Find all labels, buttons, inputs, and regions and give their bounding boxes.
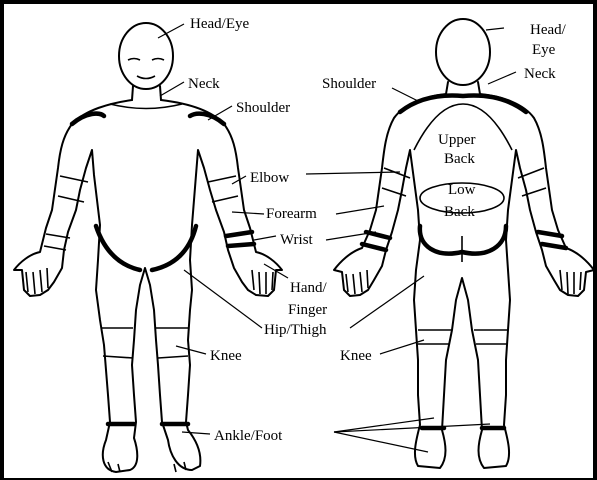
leader-wrist-back: [326, 232, 376, 240]
label-upper-back-2: Back: [444, 151, 475, 167]
leader-head-front: [158, 24, 184, 38]
front-collar: [110, 104, 182, 109]
label-head-back-1: Head/: [530, 22, 567, 38]
leader-neck-front: [160, 82, 184, 96]
back-head: [436, 19, 490, 85]
label-low-back-1: Low: [448, 182, 476, 198]
leader-hip-front: [184, 270, 262, 328]
back-knee-band-left: [418, 330, 452, 344]
front-shoulder-cap-left: [72, 114, 104, 124]
back-neck: [446, 82, 480, 94]
label-low-back-2: Back: [444, 204, 475, 220]
front-fingers-left: [26, 268, 48, 294]
leader-neck-back: [488, 72, 516, 84]
front-figure: [14, 23, 282, 472]
label-finger: Finger: [288, 302, 327, 318]
label-elbow: Elbow: [250, 170, 289, 186]
leader-wrist-front: [254, 236, 276, 240]
front-toes: [108, 462, 186, 472]
label-hip-thigh: Hip/Thigh: [264, 322, 327, 338]
leader-ankle-front: [182, 432, 210, 434]
front-shoulder-cap-right: [190, 114, 224, 124]
label-wrist: Wrist: [280, 232, 314, 248]
leader-ankle-back-3: [334, 432, 428, 452]
front-fingers-right: [252, 270, 273, 294]
label-shoulder-front: Shoulder: [236, 100, 290, 116]
leader-head-back: [486, 28, 504, 30]
label-head-back-2: Eye: [532, 42, 556, 58]
front-knee-band-left: [101, 328, 133, 358]
front-face-mouth: [137, 76, 155, 79]
label-neck-back: Neck: [524, 66, 556, 82]
leader-ankle-back-2: [334, 424, 490, 432]
back-elbow-band-right: [518, 168, 546, 196]
leader-shoulder-back: [392, 88, 420, 102]
label-forearm: Forearm: [266, 206, 317, 222]
back-fingers-right: [560, 270, 581, 294]
label-ankle-foot: Ankle/Foot: [214, 428, 283, 444]
front-body-outline: [14, 100, 282, 472]
label-head-eye-front: Head/Eye: [190, 16, 249, 32]
leader-shoulder-front: [208, 106, 232, 120]
leader-elbow-back: [306, 172, 400, 174]
back-buttocks: [420, 226, 506, 254]
leader-knee-front: [176, 346, 206, 354]
back-fingers-left: [346, 270, 368, 294]
front-face-eyes: [128, 59, 164, 61]
back-knee-band-right: [474, 330, 508, 344]
front-knee-band-right: [156, 328, 188, 358]
label-neck-front: Neck: [188, 76, 220, 92]
front-hip-line: [96, 226, 196, 270]
label-knee-front: Knee: [210, 348, 242, 364]
label-hand: Hand/: [290, 280, 327, 296]
front-wrist-band-right: [226, 232, 254, 246]
leader-forearm-front: [232, 212, 264, 214]
label-shoulder-back: Shoulder: [322, 76, 376, 92]
label-knee-back: Knee: [340, 348, 372, 364]
labels: Head/Eye Neck Shoulder Head/ Eye Neck Sh…: [188, 16, 567, 444]
label-upper-back-1: Upper: [438, 132, 476, 148]
